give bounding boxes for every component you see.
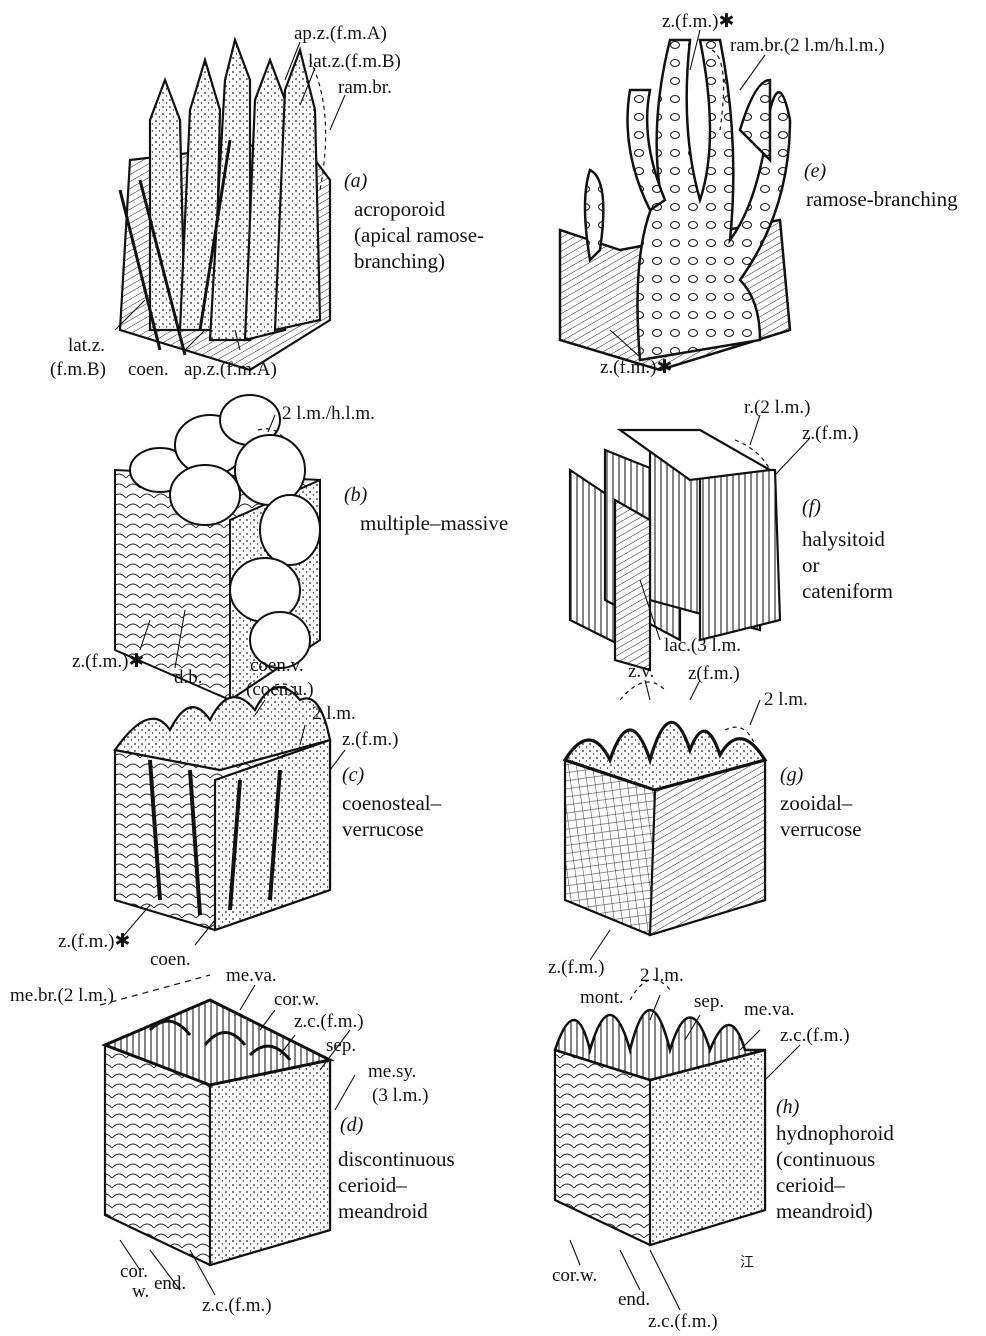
panel-d-title-line: discontinuous <box>338 1146 455 1172</box>
panel-f-title: halysitoid or cateniform <box>802 526 893 604</box>
label-b-growth-level: 2 l.m./h.l.m. <box>282 404 375 424</box>
panel-f-letter: (f) <box>802 496 821 518</box>
panel-c-title-line: coenosteal– <box>342 790 441 816</box>
panel-f-title-line: or <box>802 552 893 578</box>
label-f-rank: r.(2 l.m.) <box>744 398 811 418</box>
label-h-corallite-wall: cor.w. <box>552 1266 597 1286</box>
panel-d-title-line: cerioid– <box>338 1172 455 1198</box>
panel-b-letter: (b) <box>344 484 367 506</box>
panel-a-title: acroporoid (apical ramose- branching) <box>354 196 484 274</box>
label-d-zooecium-top: z.c.(f.m.) <box>294 1012 364 1032</box>
panel-h-title-line: (continuous <box>776 1146 894 1172</box>
panel-a-title-line: (apical ramose- <box>354 222 484 248</box>
panel-e-title: ramose-branching <box>806 186 958 212</box>
label-e-ramose-branch: ram.br.(2 l.m/h.l.m.) <box>730 36 885 56</box>
label-h-meandroid-valley: me.va. <box>744 1000 795 1020</box>
label-a-apical-zooid: ap.z.(f.m.A) <box>294 24 387 44</box>
panel-b-title: multiple–massive <box>360 510 508 536</box>
label-h-septum: sep. <box>694 992 724 1012</box>
panel-h-title-line: hydnophoroid <box>776 1120 894 1146</box>
panel-c-title-line: verrucose <box>342 816 441 842</box>
label-b-zooid: z.(f.m.)✱ <box>72 652 144 672</box>
label-f-lacuna: lac.(3 l.m. <box>664 636 741 656</box>
panel-a-title-line: acroporoid <box>354 196 484 222</box>
panel-c-drawing <box>115 684 330 930</box>
label-a-apical-zooid-lower: ap.z.(f.m.A) <box>184 360 277 380</box>
panel-h-title: hydnophoroid (continuous cerioid– meandr… <box>776 1120 894 1224</box>
label-c-coenosteal-unit: (coen.u.) <box>246 680 314 700</box>
label-h-growth-level: 2 l.m. <box>640 966 684 986</box>
panel-a-drawing <box>120 40 330 370</box>
label-a-lateral-zooid-fm: (f.m.B) <box>50 360 106 380</box>
panel-h-title-line: cerioid– <box>776 1172 894 1198</box>
panel-a-letter: (a) <box>344 170 367 192</box>
panel-h-letter: (h) <box>776 1096 799 1118</box>
label-c-zooid-bottom: z.(f.m.)✱ <box>58 932 130 952</box>
panel-d-title: discontinuous cerioid– meandroid <box>338 1146 455 1224</box>
label-a-lateral-zooid: lat.z.(f.m.B) <box>308 52 401 72</box>
label-d-septum: sep. <box>326 1036 356 1056</box>
panel-e-title-line: ramose-branching <box>806 186 958 212</box>
panel-c-title: coenosteal– verrucose <box>342 790 441 842</box>
label-d-zooecium-bottom: z.c.(f.m.) <box>202 1296 272 1316</box>
label-f-zooid: z.(f.m.) <box>802 424 858 444</box>
label-c-coenosteal-verruca: coen.v. <box>250 656 304 676</box>
label-h-monticule: mont. <box>580 988 624 1008</box>
label-a-lateral-zooid-lower: lat.z. <box>68 336 105 356</box>
label-c-coenosteum: coen. <box>150 950 191 970</box>
label-c-growth-level: 2 l.m. <box>312 704 356 724</box>
panel-c-letter: (c) <box>342 764 364 786</box>
panel-b-title-line: multiple–massive <box>360 510 508 536</box>
label-d-meandroid-branch: me.br.(2 l.m.) <box>10 986 114 1006</box>
panel-d-letter: (d) <box>340 1114 363 1136</box>
panel-g-title-line: zooidal– <box>780 790 862 816</box>
panel-g-title: zooidal– verrucose <box>780 790 862 842</box>
label-a-ramose-branch: ram.br. <box>338 78 392 98</box>
label-h-zooecium-top: z.c.(f.m.) <box>780 1026 850 1046</box>
artist-signature: 江 <box>740 1254 754 1274</box>
panel-f-drawing <box>570 430 780 670</box>
label-b-dissepiment: d.b. <box>174 668 203 688</box>
label-c-zooid-top: z.(f.m.) <box>342 730 398 750</box>
panel-g-title-line: verrucose <box>780 816 862 842</box>
label-d-endotheca: end. <box>154 1274 186 1294</box>
label-d-corallite-wall-top: cor.w. <box>274 990 319 1010</box>
panel-f-title-line: cateniform <box>802 578 893 604</box>
panel-d-title-line: meandroid <box>338 1198 455 1224</box>
label-g-zooid-bottom: z.(f.m.) <box>548 958 604 978</box>
label-d-meandroid-valley: me.va. <box>226 966 277 986</box>
label-d-corallite: cor. <box>120 1262 148 1282</box>
label-h-zooecium-bottom: z.c.(f.m.) <box>648 1312 718 1332</box>
label-d-wall: w. <box>132 1282 149 1302</box>
label-h-endotheca: end. <box>618 1290 650 1310</box>
panel-g-letter: (g) <box>780 764 803 786</box>
panel-g-drawing <box>565 682 765 935</box>
panel-h-drawing <box>555 980 765 1245</box>
panel-e-letter: (e) <box>804 160 826 182</box>
label-g-zooidal-verruca: z.v. <box>628 662 654 682</box>
label-e-zooid-bottom: z.(f.m.)✱ <box>600 358 672 378</box>
panel-h-title-line: meandroid) <box>776 1198 894 1224</box>
label-d-growth-level: (3 l.m.) <box>372 1086 428 1106</box>
label-g-growth-level: 2 l.m. <box>764 690 808 710</box>
label-e-zooid-top: z.(f.m.)✱ <box>662 12 734 32</box>
panel-a-title-line: branching) <box>354 248 484 274</box>
panel-e-drawing <box>560 40 790 370</box>
label-a-coenosteum: coen. <box>128 360 169 380</box>
label-d-meandroid-system: me.sy. <box>368 1062 416 1082</box>
label-g-zooid-top: z(f.m.) <box>688 664 740 684</box>
panel-f-title-line: halysitoid <box>802 526 893 552</box>
